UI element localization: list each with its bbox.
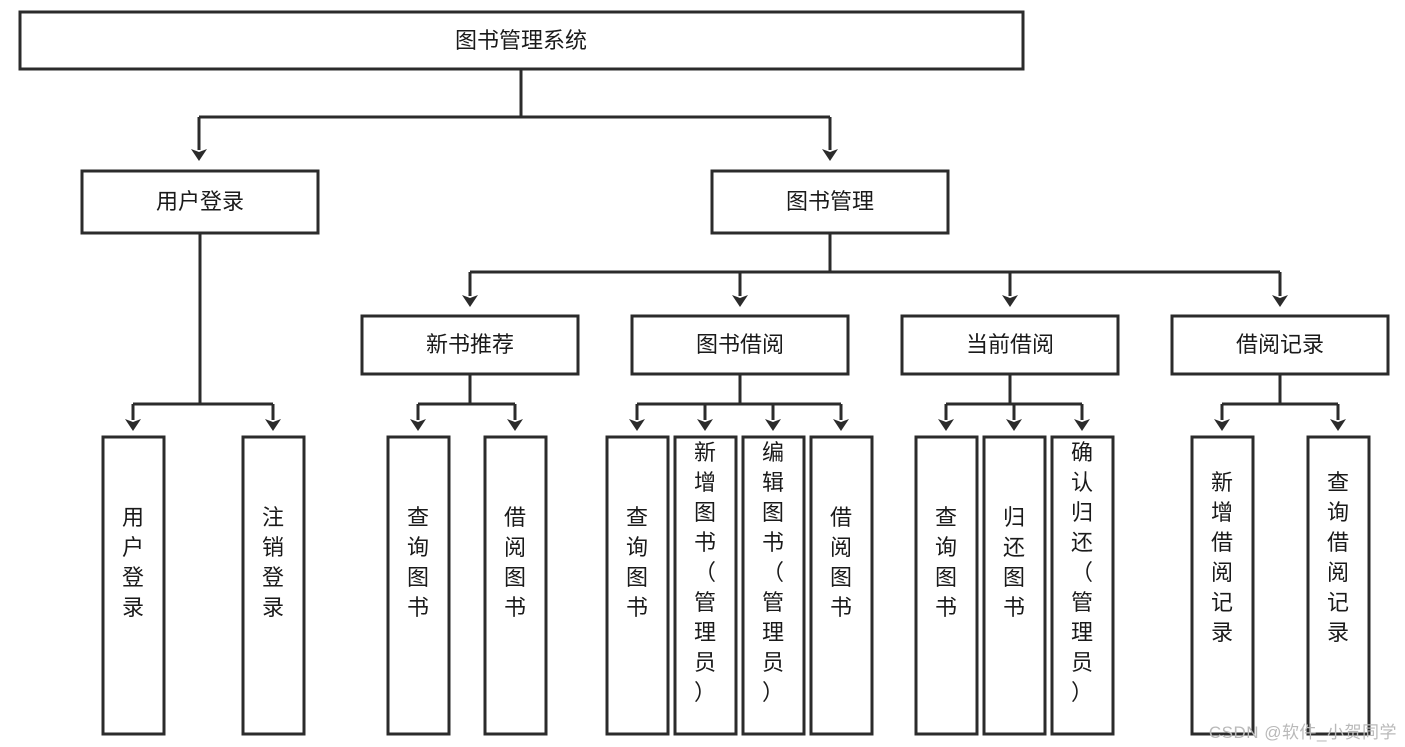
leaf-node[interactable]: 注销登录 — [241, 435, 306, 736]
connector-userlogin-to-leaves — [125, 233, 281, 431]
node-book-management[interactable]: 图书管理 — [710, 169, 950, 235]
node-book-management-label: 图书管理 — [786, 189, 874, 214]
node-current-borrow-label: 当前借阅 — [966, 332, 1054, 357]
node-user-login-label: 用户登录 — [156, 189, 244, 214]
leaf-label: 借阅图书 — [504, 505, 526, 620]
connector-record-to-leaves — [1214, 375, 1346, 431]
connector-bookmgmt-to-level3 — [462, 233, 1288, 307]
leaf-node[interactable]: 查询图书 — [386, 435, 451, 736]
leaf-node[interactable]: 确认归还（管理员） — [1050, 435, 1115, 736]
leaf-node[interactable]: 编辑图书（管理员） — [741, 435, 806, 736]
connector-current-to-leaves — [938, 375, 1090, 431]
leaf-label: 新增借阅记录 — [1211, 470, 1233, 645]
leaf-label: 查询图书 — [626, 505, 648, 620]
node-new-book-recommend-label: 新书推荐 — [426, 332, 514, 357]
leaf-node[interactable]: 借阅图书 — [809, 435, 874, 736]
leaf-label: 归还图书 — [1003, 505, 1025, 620]
leaf-node[interactable]: 新增借阅记录 — [1190, 435, 1255, 736]
leaf-label: 确认归还（管理员） — [1071, 440, 1093, 705]
leaf-label: 编辑图书（管理员） — [762, 440, 784, 705]
node-book-borrow[interactable]: 图书借阅 — [630, 314, 850, 376]
node-borrow-record[interactable]: 借阅记录 — [1170, 314, 1390, 376]
csdn-watermark: CSDN @软件_小贺同学 — [1208, 723, 1397, 742]
connector-newbook-to-leaves — [410, 375, 523, 431]
node-root-label: 图书管理系统 — [455, 28, 587, 53]
connector-root-to-level2 — [191, 69, 838, 161]
leaf-node[interactable]: 查询借阅记录 — [1306, 435, 1371, 736]
leaf-label: 查询图书 — [935, 505, 957, 620]
node-current-borrow[interactable]: 当前借阅 — [900, 314, 1120, 376]
leaf-node[interactable]: 借阅图书 — [483, 435, 548, 736]
leaf-node[interactable]: 新增图书（管理员） — [673, 435, 738, 736]
leaf-label: 查询借阅记录 — [1327, 470, 1349, 645]
node-new-book-recommend[interactable]: 新书推荐 — [360, 314, 580, 376]
leaf-label: 查询图书 — [407, 505, 429, 620]
node-book-borrow-label: 图书借阅 — [696, 332, 784, 357]
leaf-label: 借阅图书 — [830, 505, 852, 620]
connector-borrow-to-leaves — [629, 375, 849, 431]
leaf-label: 注销登录 — [262, 505, 284, 620]
leaf-node[interactable]: 归还图书 — [982, 435, 1047, 736]
node-user-login[interactable]: 用户登录 — [80, 169, 320, 235]
leaf-node[interactable]: 查询图书 — [914, 435, 979, 736]
leaf-node[interactable]: 查询图书 — [605, 435, 670, 736]
node-root[interactable]: 图书管理系统 — [18, 10, 1025, 71]
leaf-label: 新增图书（管理员） — [694, 440, 716, 705]
leaf-label: 用户登录 — [122, 505, 144, 620]
leaf-node[interactable]: 用户登录 — [101, 435, 166, 736]
node-borrow-record-label: 借阅记录 — [1236, 332, 1324, 357]
